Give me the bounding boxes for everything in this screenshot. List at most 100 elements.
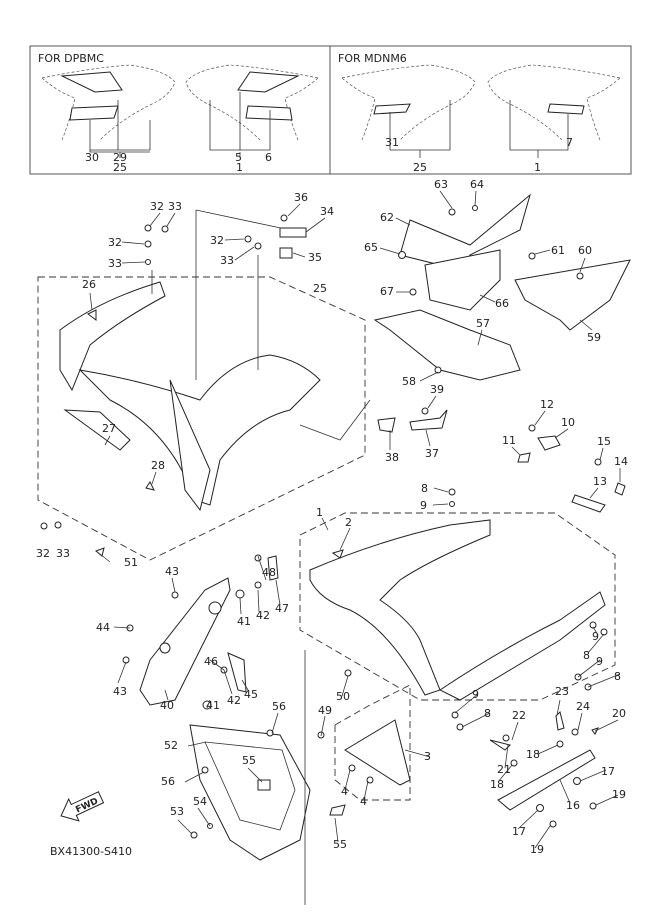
callout-50: 50 bbox=[336, 690, 350, 703]
callout-15: 15 bbox=[597, 435, 611, 448]
callout-43: 43 bbox=[165, 565, 179, 578]
callout-9: 9 bbox=[420, 499, 427, 512]
callout-27: 27 bbox=[102, 422, 116, 435]
callout-13: 13 bbox=[593, 475, 607, 488]
callout-32: 32 bbox=[36, 547, 50, 560]
callout-28: 28 bbox=[151, 459, 165, 472]
callout-4: 4 bbox=[360, 795, 367, 808]
callout-42: 42 bbox=[256, 609, 270, 622]
callout-38: 38 bbox=[385, 451, 399, 464]
callout-33: 33 bbox=[168, 200, 182, 213]
callout-51: 51 bbox=[124, 556, 138, 569]
callout-37: 37 bbox=[425, 447, 439, 460]
callout-58: 58 bbox=[402, 375, 416, 388]
callout-4: 4 bbox=[341, 785, 348, 798]
callout-17: 17 bbox=[512, 825, 526, 838]
left-cowl-assembly bbox=[37, 209, 371, 561]
callout-33: 33 bbox=[56, 547, 70, 560]
callout-33: 33 bbox=[108, 257, 122, 270]
callout-32: 32 bbox=[108, 236, 122, 249]
callout-31: 31 bbox=[385, 136, 399, 149]
callout-14: 14 bbox=[614, 455, 628, 468]
callout-21: 21 bbox=[497, 763, 511, 776]
callout-47: 47 bbox=[275, 602, 289, 615]
callout-62: 62 bbox=[380, 211, 394, 224]
callout-49: 49 bbox=[318, 704, 332, 717]
callout-65: 65 bbox=[364, 241, 378, 254]
diagram-code: BX41300-S410 bbox=[50, 845, 133, 858]
callout-25: 25 bbox=[313, 282, 327, 295]
callout-8: 8 bbox=[614, 670, 621, 683]
callout-5: 5 bbox=[235, 151, 242, 164]
variant-header-mdnm6: FOR MDNM6 bbox=[338, 52, 407, 65]
callout-35: 35 bbox=[308, 251, 322, 264]
callout-64: 64 bbox=[470, 178, 484, 191]
callout-26: 26 bbox=[82, 278, 96, 291]
right-cowl-assembly bbox=[299, 488, 616, 731]
callout-8: 8 bbox=[484, 707, 491, 720]
callout-42: 42 bbox=[227, 694, 241, 707]
lower-panel-52 bbox=[189, 650, 311, 905]
variant-box-dpbmc: FOR DPBMC 30 29 25 5 6 1 bbox=[29, 45, 331, 175]
callout-34: 34 bbox=[320, 205, 334, 218]
callout-7: 7 bbox=[566, 136, 573, 149]
callout-55: 55 bbox=[242, 754, 256, 767]
bracket-group-mid bbox=[377, 407, 626, 513]
side-panel-40 bbox=[122, 554, 279, 710]
callout-11: 11 bbox=[502, 434, 516, 447]
callout-19: 19 bbox=[612, 788, 626, 801]
callout-1-mdnm6: 1 bbox=[534, 161, 541, 174]
callout-24: 24 bbox=[576, 700, 590, 713]
callout-41: 41 bbox=[237, 615, 251, 628]
callout-57: 57 bbox=[476, 317, 490, 330]
rail-16 bbox=[489, 711, 599, 828]
callout-61: 61 bbox=[551, 244, 565, 257]
callout-63: 63 bbox=[434, 178, 448, 191]
callout-46: 46 bbox=[204, 655, 218, 668]
callout-44: 44 bbox=[96, 621, 110, 634]
callout-25-dpbmc: 25 bbox=[113, 161, 127, 174]
callout-1-dpbmc: 1 bbox=[236, 161, 243, 174]
callout-9: 9 bbox=[472, 688, 479, 701]
callout-18: 18 bbox=[490, 778, 504, 791]
callout-48: 48 bbox=[262, 566, 276, 579]
callout-40: 40 bbox=[160, 699, 174, 712]
callout-45: 45 bbox=[244, 688, 258, 701]
callout-56: 56 bbox=[272, 700, 286, 713]
duct-bracket-group bbox=[373, 193, 631, 381]
callout-22: 22 bbox=[512, 709, 526, 722]
callout-54: 54 bbox=[193, 795, 207, 808]
callout-8: 8 bbox=[421, 482, 428, 495]
callout-43: 43 bbox=[113, 685, 127, 698]
callout-23: 23 bbox=[555, 685, 569, 698]
fwd-arrow-icon: FWD bbox=[60, 791, 105, 822]
callout-25-mdnm6: 25 bbox=[413, 161, 427, 174]
leader-lines bbox=[89, 190, 621, 849]
callouts: 32 33 32 33 32 33 36 34 35 25 26 27 28 3… bbox=[36, 178, 628, 856]
callout-19: 19 bbox=[530, 843, 544, 856]
callout-36: 36 bbox=[294, 191, 308, 204]
callout-55: 55 bbox=[333, 838, 347, 851]
fastener-group-upper bbox=[40, 214, 307, 557]
callout-8: 8 bbox=[583, 649, 590, 662]
callout-1: 1 bbox=[316, 506, 323, 519]
callout-66: 66 bbox=[495, 297, 509, 310]
callout-56: 56 bbox=[161, 775, 175, 788]
callout-39: 39 bbox=[430, 383, 444, 396]
callout-2: 2 bbox=[345, 516, 352, 529]
callout-32: 32 bbox=[150, 200, 164, 213]
callout-32: 32 bbox=[210, 234, 224, 247]
callout-17: 17 bbox=[601, 765, 615, 778]
callout-9: 9 bbox=[596, 655, 603, 668]
callout-33: 33 bbox=[220, 254, 234, 267]
callout-9: 9 bbox=[592, 630, 599, 643]
panel-3 bbox=[317, 669, 411, 816]
callout-52: 52 bbox=[164, 739, 178, 752]
variant-header-dpbmc: FOR DPBMC bbox=[38, 52, 104, 65]
callout-18: 18 bbox=[526, 748, 540, 761]
callout-60: 60 bbox=[578, 244, 592, 257]
callout-10: 10 bbox=[561, 416, 575, 429]
callout-20: 20 bbox=[612, 707, 626, 720]
callout-67: 67 bbox=[380, 285, 394, 298]
